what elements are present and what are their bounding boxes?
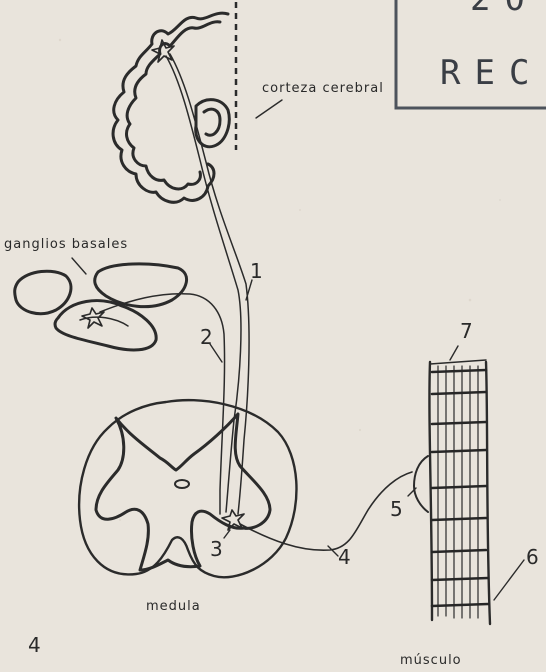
stamp-top-text: 20 [470,0,539,19]
label-basal-ganglia: ganglios basales [4,237,128,252]
number-3: 3 [210,537,223,561]
figure-number: 4 [28,633,41,657]
number-5: 5 [390,497,403,521]
muscle-fiber [414,360,490,624]
stamp: 20 REC [396,0,546,108]
cerebral-cortex [113,13,229,202]
stamp-text: REC [440,53,543,93]
number-7: 7 [460,319,473,343]
number-4: 4 [338,545,351,569]
number-6: 6 [526,545,539,569]
number-1: 1 [250,259,263,283]
basal-ganglia [15,264,187,350]
spinal-cord [79,400,296,577]
number-2: 2 [200,325,213,349]
motor-nerve-4 [240,472,412,550]
label-medulla: medula [146,599,201,614]
label-muscle: músculo [400,653,462,668]
label-cortex: corteza cerebral [262,81,384,96]
